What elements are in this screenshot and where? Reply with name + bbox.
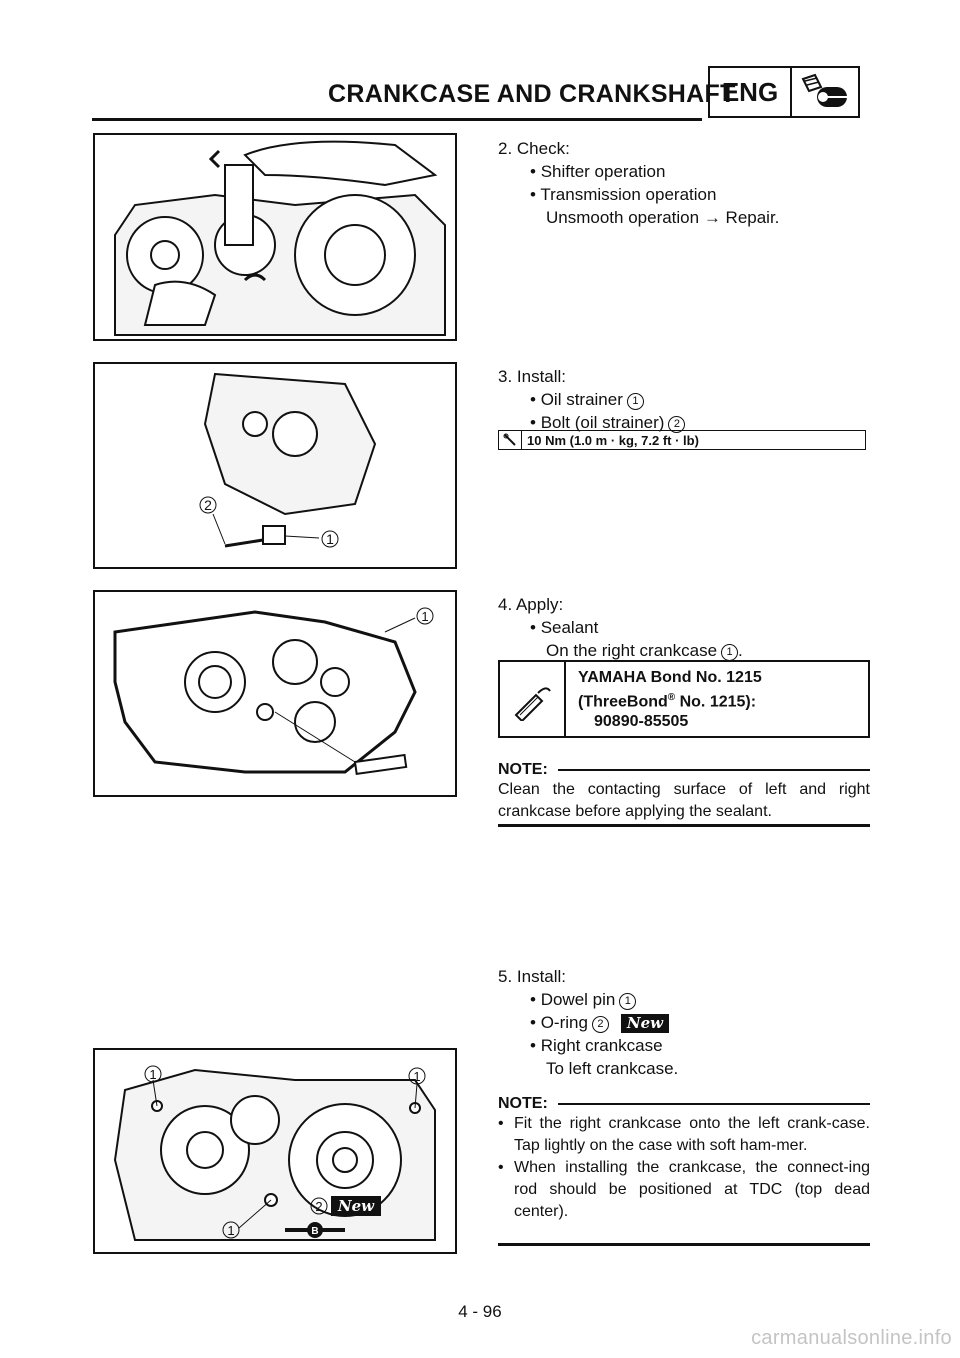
note-text: Clean the contacting surface of left and… [498, 781, 870, 820]
section-title: CRANKCASE AND CRANKSHAFT [328, 80, 736, 108]
step3-heading: 3. Install: [498, 367, 567, 386]
step4-item-sealant: • Sealant [530, 618, 599, 637]
note2-item: •When installing the crankcase, the conn… [498, 1159, 870, 1220]
figure-label-1c: 1 [227, 1223, 234, 1238]
figure-label-2: 2 [204, 497, 212, 513]
sealant-tube-icon [500, 662, 566, 736]
figure-label-b: B [311, 1226, 318, 1237]
step5-item-crankcase: • Right crankcase [530, 1036, 663, 1055]
note-rule [557, 769, 870, 771]
figure-oil-strainer: 2 1 [93, 362, 457, 569]
figure-new-tag: New [337, 1197, 375, 1215]
note2-end-rule [498, 1243, 870, 1246]
note2-item: •Fit the right crankcase onto the left c… [498, 1115, 870, 1154]
figure-label-1b: 1 [413, 1069, 420, 1084]
section-tag-label: ENG [710, 68, 792, 116]
note-header: NOTE: [498, 761, 870, 779]
figure-crankcase-install: 1 1 1 2 New B [93, 1048, 457, 1254]
step2-heading: 2. Check: [498, 139, 570, 158]
note2-header: NOTE: [498, 1095, 870, 1113]
note2-label: NOTE: [498, 1095, 548, 1112]
figure-label-2: 2 [315, 1199, 322, 1214]
figure-label-1: 1 [326, 531, 334, 547]
figure-sealant: 1 [93, 590, 457, 797]
sealant-spec: YAMAHA Bond No. 1215 (ThreeBond® No. 121… [498, 660, 870, 738]
step2-result: Unsmooth operation → Repair. [546, 208, 780, 227]
torque-spec: 10 Nm (1.0 m · kg, 7.2 ft · lb) [498, 430, 866, 450]
note2-list: •Fit the right crankcase onto the left c… [498, 1113, 870, 1223]
step3-item-bolt: • Bolt (oil strainer)2 [530, 411, 686, 434]
note-label: NOTE: [498, 761, 548, 778]
header-rule [92, 118, 702, 121]
watermark: carmanualsonline.info [751, 1326, 952, 1349]
new-part-tag: New [620, 1014, 670, 1033]
step4-heading: 4. Apply: [498, 595, 564, 614]
torque-value: 10 Nm (1.0 m · kg, 7.2 ft · lb) [527, 432, 699, 448]
note2-rule [557, 1103, 870, 1105]
figure-label-1a: 1 [149, 1067, 156, 1082]
figure-shifter-check [93, 133, 457, 341]
note-end-rule [498, 824, 870, 827]
engine-icon [792, 68, 858, 116]
wrench-icon [499, 431, 522, 449]
step2-item-transmission: • Transmission operation [530, 185, 717, 204]
page-number: 4 - 96 [458, 1302, 502, 1321]
sealant-part-number: 90890-85505 [594, 713, 689, 731]
section-tag: ENG [708, 66, 860, 118]
step5-heading: 5. Install: [498, 967, 567, 986]
figure-label-1: 1 [421, 609, 428, 624]
step5-detail: To left crankcase. [546, 1059, 679, 1078]
sealant-name: YAMAHA Bond No. 1215 [578, 669, 762, 686]
step2-item-shifter: • Shifter operation [530, 162, 666, 181]
sealant-equivalent: (ThreeBond® No. 1215): [578, 692, 757, 711]
